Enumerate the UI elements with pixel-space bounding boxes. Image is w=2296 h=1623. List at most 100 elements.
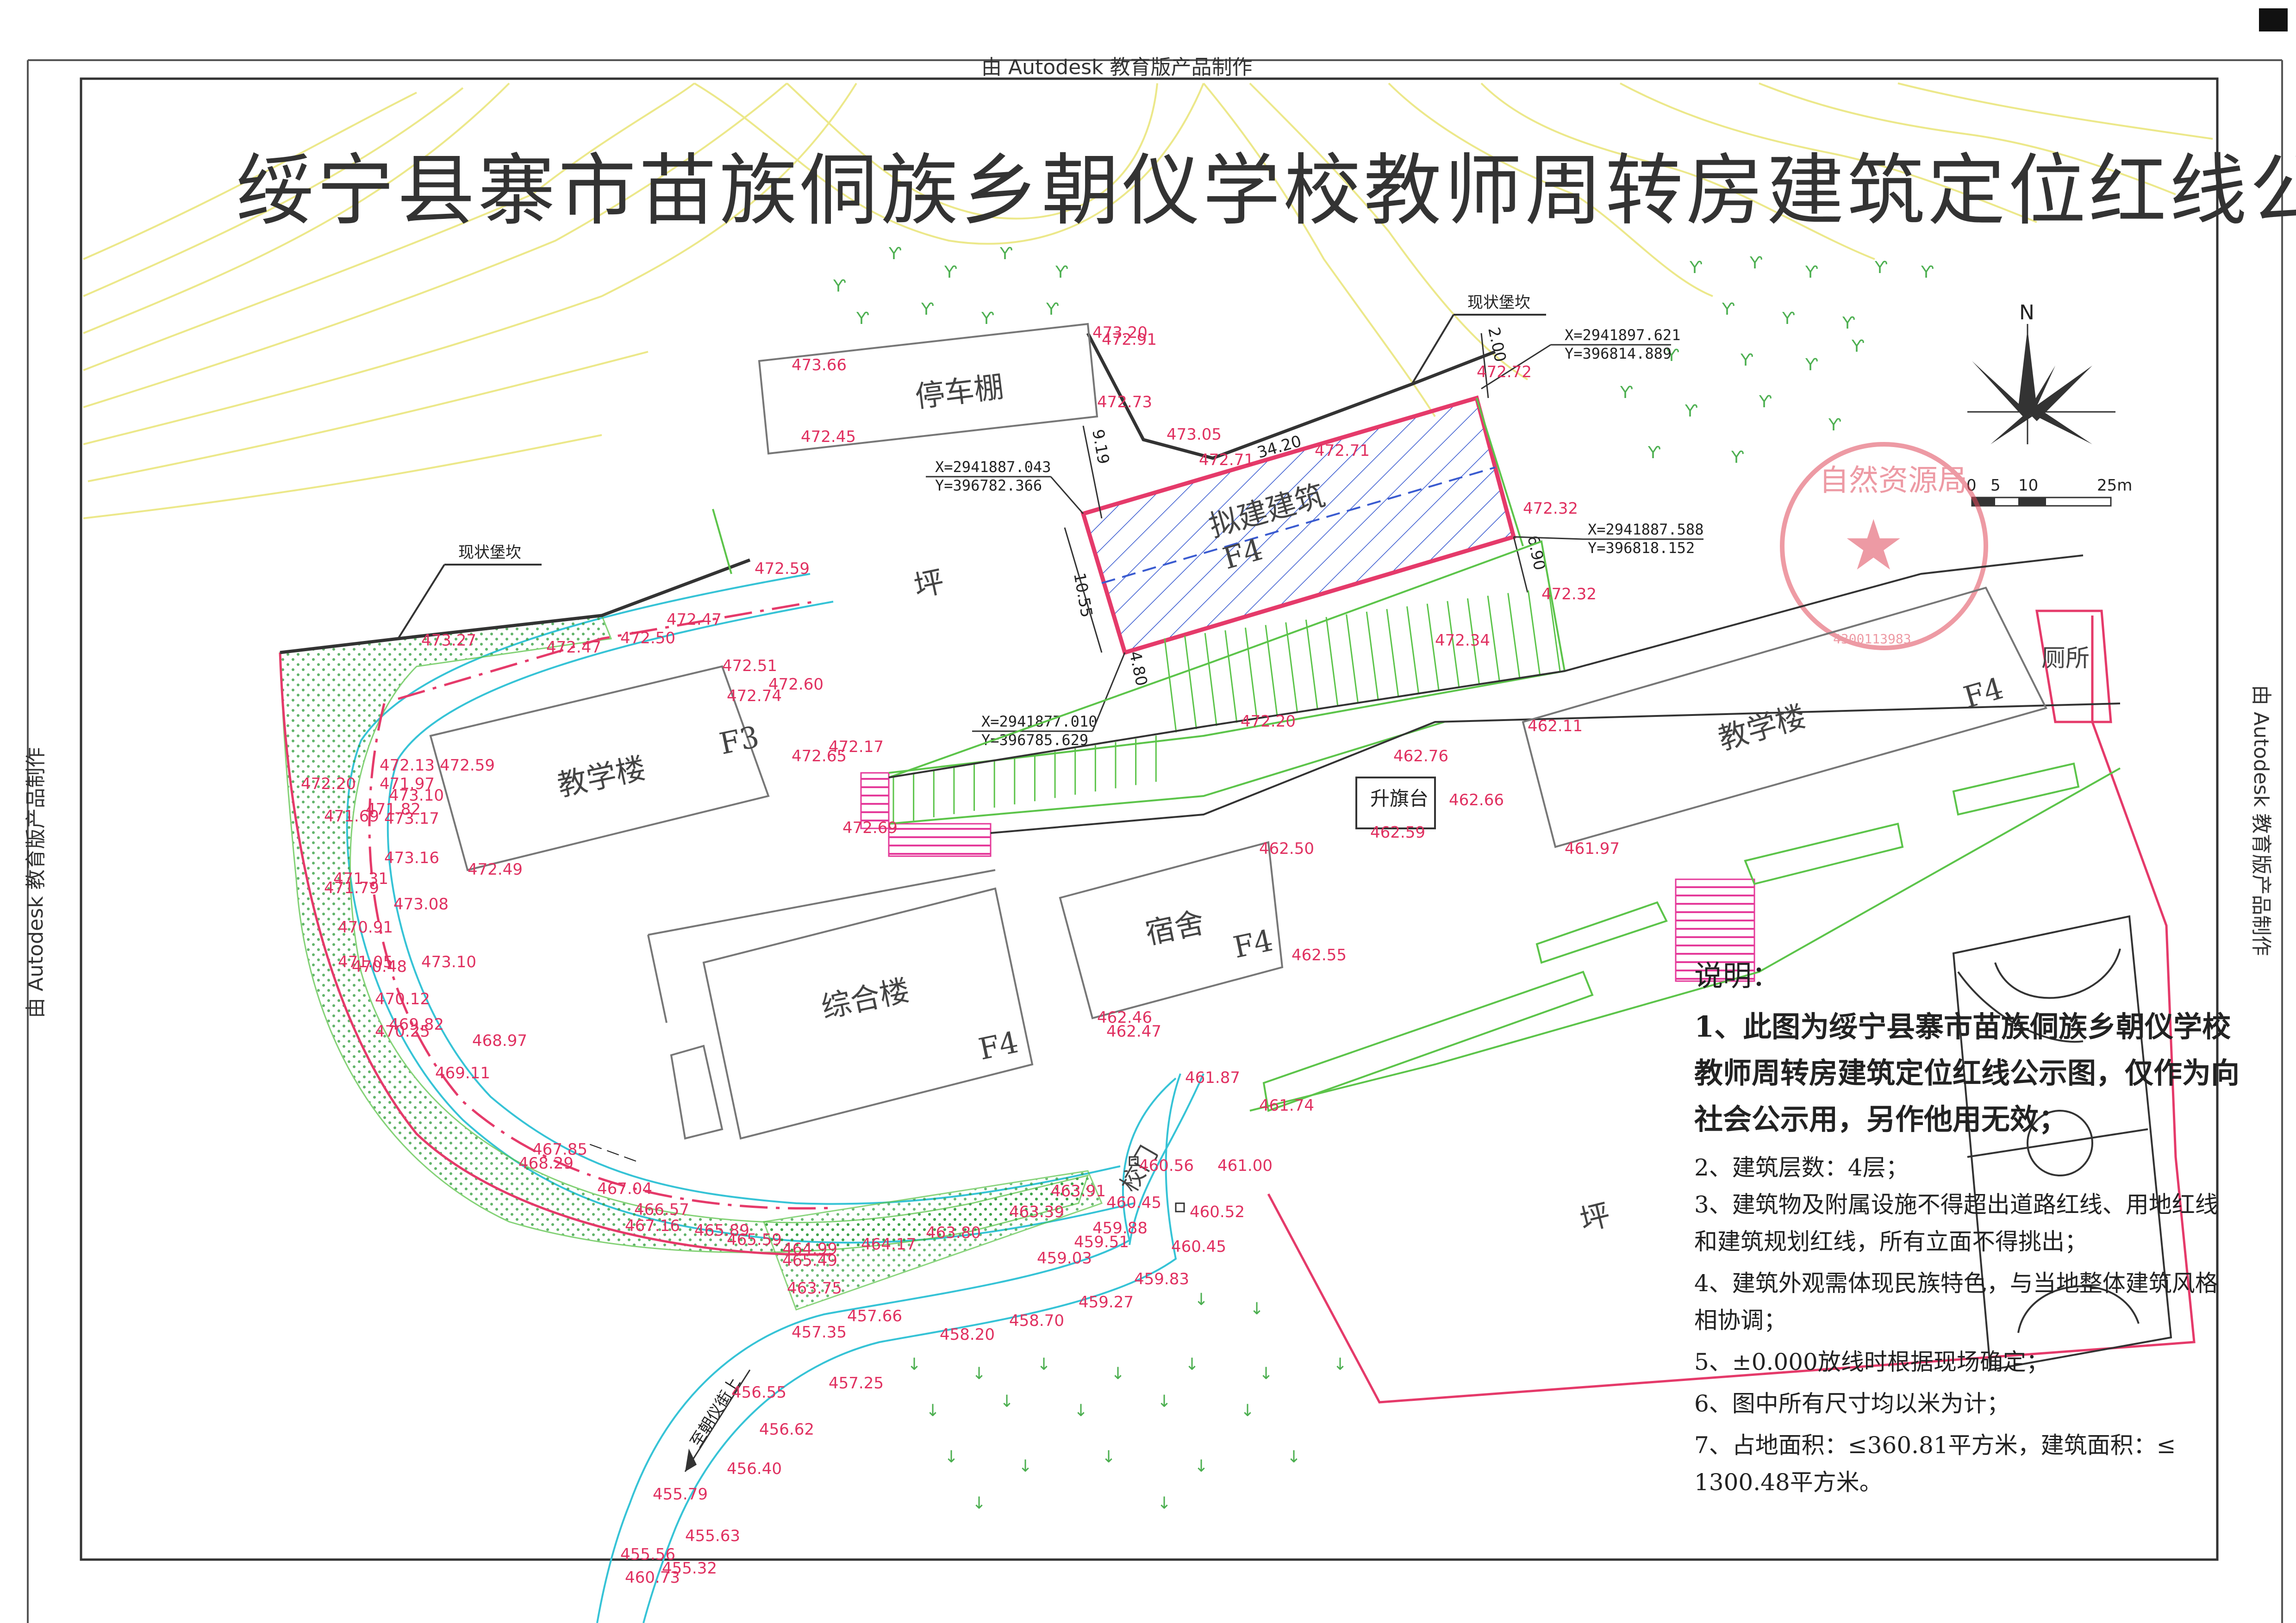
svg-text:462.47: 462.47	[1106, 1022, 1161, 1041]
svg-text:472.69: 472.69	[842, 819, 898, 837]
label-complex: 综合楼	[818, 973, 912, 1025]
svg-text:473.16: 473.16	[384, 849, 439, 867]
note-1-line-2: 教师周转房建筑定位红线公示图，仅作为向	[1694, 1056, 2240, 1090]
label-parking-shed: 停车棚	[913, 370, 1006, 415]
svg-text:460.56: 460.56	[1139, 1157, 1194, 1175]
svg-text:471.97: 471.97	[380, 775, 435, 793]
svg-text:455.63: 455.63	[685, 1527, 740, 1545]
building-dorm	[1059, 841, 1284, 1020]
watermark-left: 由 Autodesk 教育版产品制作	[24, 747, 48, 1018]
label-ping-2: 坪	[1577, 1198, 1614, 1238]
building-parking-shed	[758, 323, 1098, 455]
svg-text:Ƴ: Ƴ	[833, 277, 846, 296]
svg-text:↓: ↓	[1194, 1290, 1208, 1309]
svg-text:↓: ↓	[944, 1448, 958, 1467]
svg-text:Ƴ: Ƴ	[1685, 402, 1697, 421]
svg-text:↓: ↓	[1250, 1300, 1264, 1318]
note-1-line-3: 社会公示用，另作他用无效；	[1694, 1102, 2067, 1136]
label-dorm: 宿舍	[1142, 906, 1208, 951]
svg-text:473.05: 473.05	[1167, 425, 1222, 444]
svg-text:Ƴ: Ƴ	[1740, 351, 1753, 370]
building-teaching-left	[429, 665, 770, 871]
coordinate-labels: X=2941897.621 Y=396814.889 X=2941887.043…	[926, 326, 1703, 749]
north-label: N	[2019, 301, 2034, 324]
building-teaching-right	[1522, 586, 2047, 848]
corridor-stripe	[1406, 606, 1420, 694]
svg-text:459.27: 459.27	[1079, 1293, 1134, 1312]
svg-text:460.52: 460.52	[1190, 1203, 1245, 1221]
label-toilet: 厕所	[2041, 645, 2090, 672]
coord-4-x: X=2941877.010	[981, 713, 1097, 730]
corridor-stripe	[1285, 622, 1298, 713]
svg-text:461.87: 461.87	[1185, 1069, 1240, 1087]
svg-text:456.55: 456.55	[731, 1383, 786, 1402]
note-7-line-1: 7、占地面积：≤360.81平方米，建筑面积：≤	[1694, 1432, 2176, 1459]
svg-text:↓: ↓	[972, 1494, 986, 1513]
svg-text:457.66: 457.66	[847, 1307, 902, 1325]
retaining-wall-left-leader	[397, 564, 445, 640]
svg-text:472.20: 472.20	[301, 775, 356, 793]
svg-text:473.10: 473.10	[421, 953, 476, 971]
coord-1-y: Y=396814.889	[1565, 345, 1672, 362]
svg-text:↓: ↓	[1111, 1364, 1125, 1383]
svg-text:Ƴ: Ƴ	[1731, 448, 1744, 467]
svg-text:471.82: 471.82	[366, 800, 421, 819]
green-walkways	[1249, 762, 2121, 1112]
svg-text:470.12: 470.12	[375, 990, 430, 1008]
scale-5: 5	[1990, 476, 2001, 495]
svg-text:Ƴ: Ƴ	[1689, 258, 1702, 277]
note-6: 6、图中所有尺寸均以米为计；	[1694, 1390, 2010, 1417]
corridor-stripe	[1527, 590, 1541, 675]
svg-text:Ƴ: Ƴ	[1805, 355, 1818, 374]
svg-text:Ƴ: Ƴ	[1851, 337, 1864, 356]
corridor-stripe	[1466, 598, 1480, 684]
svg-text:473.66: 473.66	[792, 356, 847, 374]
svg-text:472.32: 472.32	[1541, 585, 1597, 603]
svg-text:462.55: 462.55	[1292, 946, 1347, 964]
svg-text:472.65: 472.65	[792, 747, 847, 765]
svg-text:↓: ↓	[907, 1355, 921, 1374]
green-stripes	[892, 587, 1561, 824]
label-teaching-right-floor: F4	[1960, 672, 2007, 715]
svg-text:456.62: 456.62	[759, 1420, 814, 1439]
svg-text:472.50: 472.50	[620, 629, 675, 647]
svg-text:472.91: 472.91	[1102, 330, 1157, 349]
corridor-stripe	[1346, 614, 1359, 703]
coord-3-y: Y=396818.152	[1588, 539, 1695, 557]
corridor-stripe	[1204, 633, 1217, 726]
svg-text:Ƴ: Ƴ	[1749, 254, 1762, 273]
svg-text:↓: ↓	[1157, 1494, 1171, 1513]
coord-3-x: X=2941887.588	[1588, 521, 1703, 538]
svg-text:461.74: 461.74	[1259, 1096, 1314, 1115]
svg-text:↓: ↓	[1287, 1448, 1301, 1467]
coord-1-x: X=2941897.621	[1565, 326, 1680, 344]
stairs-pink-2	[888, 823, 992, 857]
label-teaching-left: 教学楼	[555, 751, 649, 803]
corridor-stripe	[1366, 611, 1379, 700]
svg-text:472.59: 472.59	[440, 756, 495, 775]
svg-text:473.27: 473.27	[421, 631, 476, 650]
svg-text:463.80: 463.80	[926, 1224, 981, 1242]
svg-text:463.91: 463.91	[1051, 1182, 1106, 1200]
svg-text:462.59: 462.59	[1370, 823, 1425, 842]
note-2: 2、建筑层数：4层；	[1694, 1154, 1909, 1181]
note-7-line-2: 1300.48平方米。	[1694, 1469, 1883, 1496]
retaining-wall-top-label: 现状堡坎	[1467, 293, 1530, 312]
corridor-stripe	[1325, 617, 1339, 707]
dim-4-80: 4.80	[1125, 650, 1151, 688]
svg-text:472.47: 472.47	[546, 638, 601, 657]
svg-text:Ƴ: Ƴ	[1759, 392, 1772, 411]
svg-text:Ƴ: Ƴ	[856, 309, 869, 328]
note-4-line-1: 4、建筑外观需体现民族特色，与当地整体建筑风格	[1694, 1270, 2218, 1297]
svg-text:↓: ↓	[1185, 1355, 1199, 1374]
svg-text:469.11: 469.11	[435, 1064, 490, 1082]
svg-text:472.71: 472.71	[1199, 451, 1254, 469]
building-complex	[702, 887, 1034, 1140]
svg-text:471.05: 471.05	[338, 953, 393, 971]
svg-text:462.50: 462.50	[1259, 839, 1314, 858]
corridor-stripe	[1487, 596, 1500, 681]
svg-text:457.25: 457.25	[829, 1374, 884, 1393]
svg-text:Ƴ: Ƴ	[888, 244, 901, 263]
label-flag-platform: 升旗台	[1370, 787, 1429, 810]
